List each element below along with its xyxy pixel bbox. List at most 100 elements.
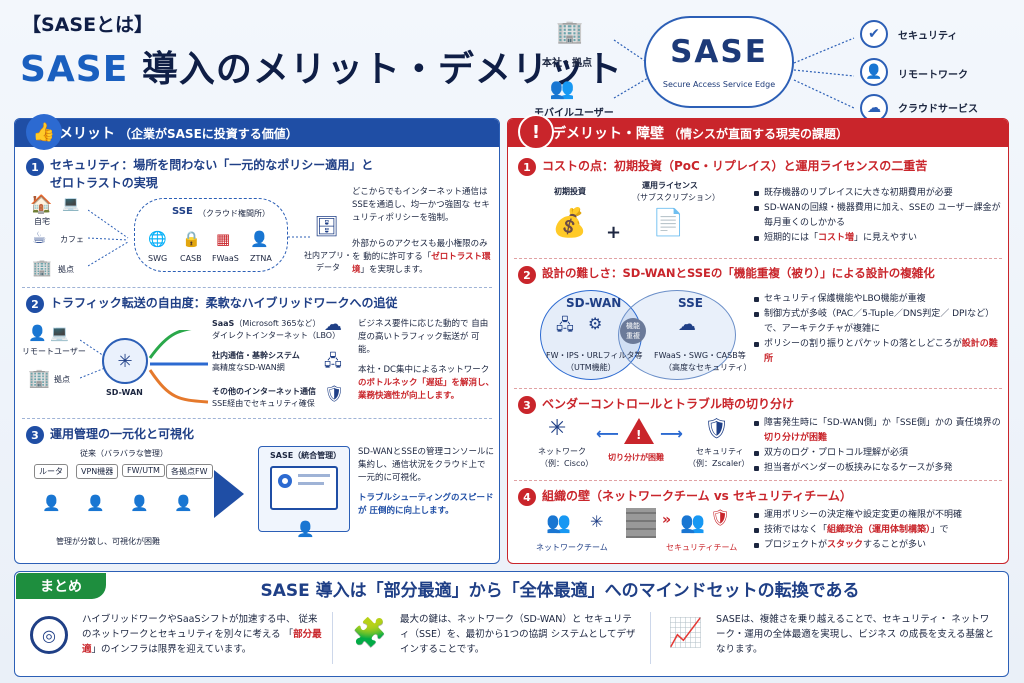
tag-vpn: VPN機器 bbox=[76, 464, 119, 479]
merit-2-text2: 本社・DC集中によるネットワーク のボトルネック「遅延」を解消し、業務快適性が向… bbox=[358, 365, 495, 401]
circle-sse-title: SSE bbox=[678, 296, 703, 310]
merit-2-number: 2 bbox=[26, 295, 44, 313]
merit-header: メリット （企業がSASEに投資する価値） bbox=[15, 119, 499, 147]
demerit-3-b3: 担当者がベンダーの板挟みになるケースが多発 bbox=[754, 461, 1002, 476]
demerit-1-number: 1 bbox=[518, 158, 536, 176]
sse-cloud bbox=[134, 198, 288, 272]
page-kicker: 【SASEとは】 bbox=[22, 14, 154, 36]
d3-left-sub: （例：Cisco） bbox=[540, 459, 594, 468]
laptop-icon: 💻 bbox=[50, 324, 69, 342]
demerit-header-title: デメリット・障壁 bbox=[552, 126, 664, 142]
dashboard-icon bbox=[270, 466, 338, 510]
hero-label-remote: リモートワーク bbox=[898, 70, 968, 81]
cloud-shield-icon: ☁ bbox=[678, 314, 696, 335]
sse-circle bbox=[618, 290, 736, 380]
merit-2-title: トラフィック転送の自由度：柔軟なハイブリッドワークへの追従 bbox=[50, 296, 398, 310]
hero-label-mobile: モバイルユーザー bbox=[534, 108, 614, 119]
demerit-1-b2: SD-WANの回線・機器費用に加え、SSEの ユーザー課金が毎月重くのしかかる bbox=[754, 201, 1002, 231]
cloud-icon: ☁ bbox=[324, 314, 342, 335]
merit-header-sub: （企業がSASEに投資する価値） bbox=[119, 126, 298, 141]
demerit-header-sub: （情シスが直面する現実の課題） bbox=[668, 126, 849, 141]
demerit-4-b1: 運用ポリシーの決定権や設定変更の権限が不明確 bbox=[754, 508, 1002, 523]
page-title: SASE 導入のメリット・デメリット bbox=[20, 40, 623, 92]
target-icon: ◎ bbox=[30, 616, 68, 654]
func-ztna: ZTNA bbox=[250, 254, 272, 263]
summary-tag: まとめ bbox=[16, 573, 106, 599]
warning-icon: ! bbox=[518, 114, 554, 150]
demerit-divider-3 bbox=[514, 480, 1002, 481]
summary-divider bbox=[332, 612, 333, 664]
ztna-icon: 👤 bbox=[250, 230, 269, 248]
cost-license: 運用ライセンス bbox=[642, 181, 698, 190]
old-mgmt-caption: 管理が分散し、可視化が困難 bbox=[56, 537, 160, 546]
demerit-4-b2: 技術ではなく「組織政治（運用体制構築）」で bbox=[754, 523, 1002, 538]
sdwan-hub-icon: ✳ bbox=[102, 338, 148, 384]
demerit-2-b2: 制御方式が多岐（PAC／5-Tuple／DNS判定／ DPIなど）で、アーキテク… bbox=[754, 307, 1002, 337]
demerit-4-title: 組織の壁（ネットワークチーム vs セキュリティチーム） bbox=[542, 489, 852, 503]
admin-icon: 👤 bbox=[130, 494, 149, 512]
team-icon: 👥 bbox=[546, 510, 571, 534]
merit-3-text2: トラブルシューティングのスピードが 圧倒的に向上します。 bbox=[358, 493, 494, 516]
merit-1-title-b: ゼロトラストの実現 bbox=[50, 176, 158, 190]
demerit-2-title: 設計の難しさ：SD-WANとSSEの「機能重複（被り）」による設計の複雑化 bbox=[542, 266, 935, 280]
building-icon: 🏢 bbox=[556, 19, 584, 45]
title-rest: 導入のメリット・デメリット bbox=[141, 49, 623, 90]
bidirectional-arrow-icon: ⟶ bbox=[660, 424, 683, 443]
merit-3-text1: SD-WANとSSEの管理コンソールに 集約し、通信状況をクラウド上で 一元的に… bbox=[358, 447, 494, 483]
merit-2-text1: ビジネス要件に応じた動的で 自由度の高いトラフィック転送が 可能。 bbox=[358, 319, 489, 355]
sase-cloud: SASE Secure Access Service Edge bbox=[644, 16, 794, 108]
demerit-divider-1 bbox=[514, 258, 1002, 259]
merit-header-title: メリット bbox=[59, 126, 115, 142]
demerit-4-number: 4 bbox=[518, 488, 536, 506]
sdwan-hub-label: SD-WAN bbox=[106, 388, 143, 397]
func-swg: SWG bbox=[148, 254, 168, 263]
laptop-icon: 💻 bbox=[62, 196, 80, 212]
d3-mid: 切り分けが困難 bbox=[608, 453, 664, 462]
demerit-1-b3: 短期的には「コスト増」に見えやすい bbox=[754, 231, 1002, 246]
plus-icon: + bbox=[606, 222, 622, 243]
dest-line2: データ bbox=[316, 263, 340, 272]
hero-network-lines bbox=[613, 37, 855, 109]
route-2-sub: 高精度なSD-WAN網 bbox=[212, 363, 285, 372]
remote-user-icon: 👤 bbox=[28, 324, 47, 342]
remote-work-icon: 👤 bbox=[860, 58, 888, 86]
circle-sse-sub: FWaaS・SWG・CASB等 bbox=[654, 351, 746, 360]
route-3-title: その他のインターネット通信 bbox=[212, 387, 316, 396]
cafe-icon: ☕ bbox=[32, 228, 47, 247]
puzzle-icon: 🧩 bbox=[352, 616, 387, 649]
func-casb: CASB bbox=[180, 254, 202, 263]
demerit-2-number: 2 bbox=[518, 266, 536, 284]
warning-mark: ! bbox=[636, 428, 642, 442]
source-branch: 拠点 bbox=[58, 265, 74, 274]
user-remote: リモートユーザー bbox=[22, 347, 86, 356]
s2-route-lines bbox=[80, 330, 209, 404]
d3-right: セキュリティ bbox=[696, 447, 744, 456]
sase-cloud-title: SASE bbox=[670, 34, 768, 70]
network-node-icon: ✳ bbox=[590, 512, 604, 531]
route-1-title: SaaS（Microsoft 365など） bbox=[212, 319, 321, 328]
s1-in-lines bbox=[88, 209, 129, 267]
demerit-4-bullets: 運用ポリシーの決定権や設定変更の権限が不明確 技術ではなく「組織政治（運用体制構… bbox=[754, 508, 1002, 553]
demerit-1-bullets: 既存機器のリプレイスに大きな初期費用が必要 SD-WANの回線・機器費用に加え、… bbox=[754, 186, 1002, 246]
summary-col-3: SASEは、複雑さを乗り越えることで、セキュリティ・ ネットワーク・運用の全体最… bbox=[716, 614, 995, 655]
demerit-3-bullets: 障害発生時に「SD-WAN側」か「SSE側」かの 責任境界の切り分けが困難 双方… bbox=[754, 416, 1002, 476]
gauge-icon: ⚙ bbox=[588, 314, 603, 333]
merit-1-text2: 外部からのアクセスも最小権限のみを 動的に許可する「ゼロトラスト環境」を実現しま… bbox=[352, 239, 491, 275]
route-2-title: 社内通信・基幹システム bbox=[212, 351, 300, 360]
merit-1-title-a: セキュリティ：場所を問わない「一元的なポリシー適用」と bbox=[50, 158, 374, 172]
circle-sse-sub2: （高度なセキュリティ） bbox=[664, 363, 752, 372]
demerit-3-b2: 双方のログ・プロトコル理解が必須 bbox=[754, 446, 1002, 461]
merit-3-title: 運用管理の一元化と可視化 bbox=[50, 427, 195, 441]
new-mgmt-title: SASE（統合管理） bbox=[270, 451, 342, 460]
d4-right: セキュリティチーム bbox=[666, 543, 738, 552]
chevrons-icon: » bbox=[662, 512, 672, 528]
shield-check-icon: 🛡 bbox=[324, 384, 345, 403]
merit-3-number: 3 bbox=[26, 426, 44, 444]
bidirectional-arrow-icon: ⟵ bbox=[596, 424, 619, 443]
team-icon: 👥 bbox=[680, 510, 705, 534]
demerit-divider-2 bbox=[514, 388, 1002, 389]
bar-icon bbox=[298, 474, 330, 477]
brick-wall-icon bbox=[626, 508, 656, 538]
pie-chart-icon bbox=[278, 474, 292, 488]
